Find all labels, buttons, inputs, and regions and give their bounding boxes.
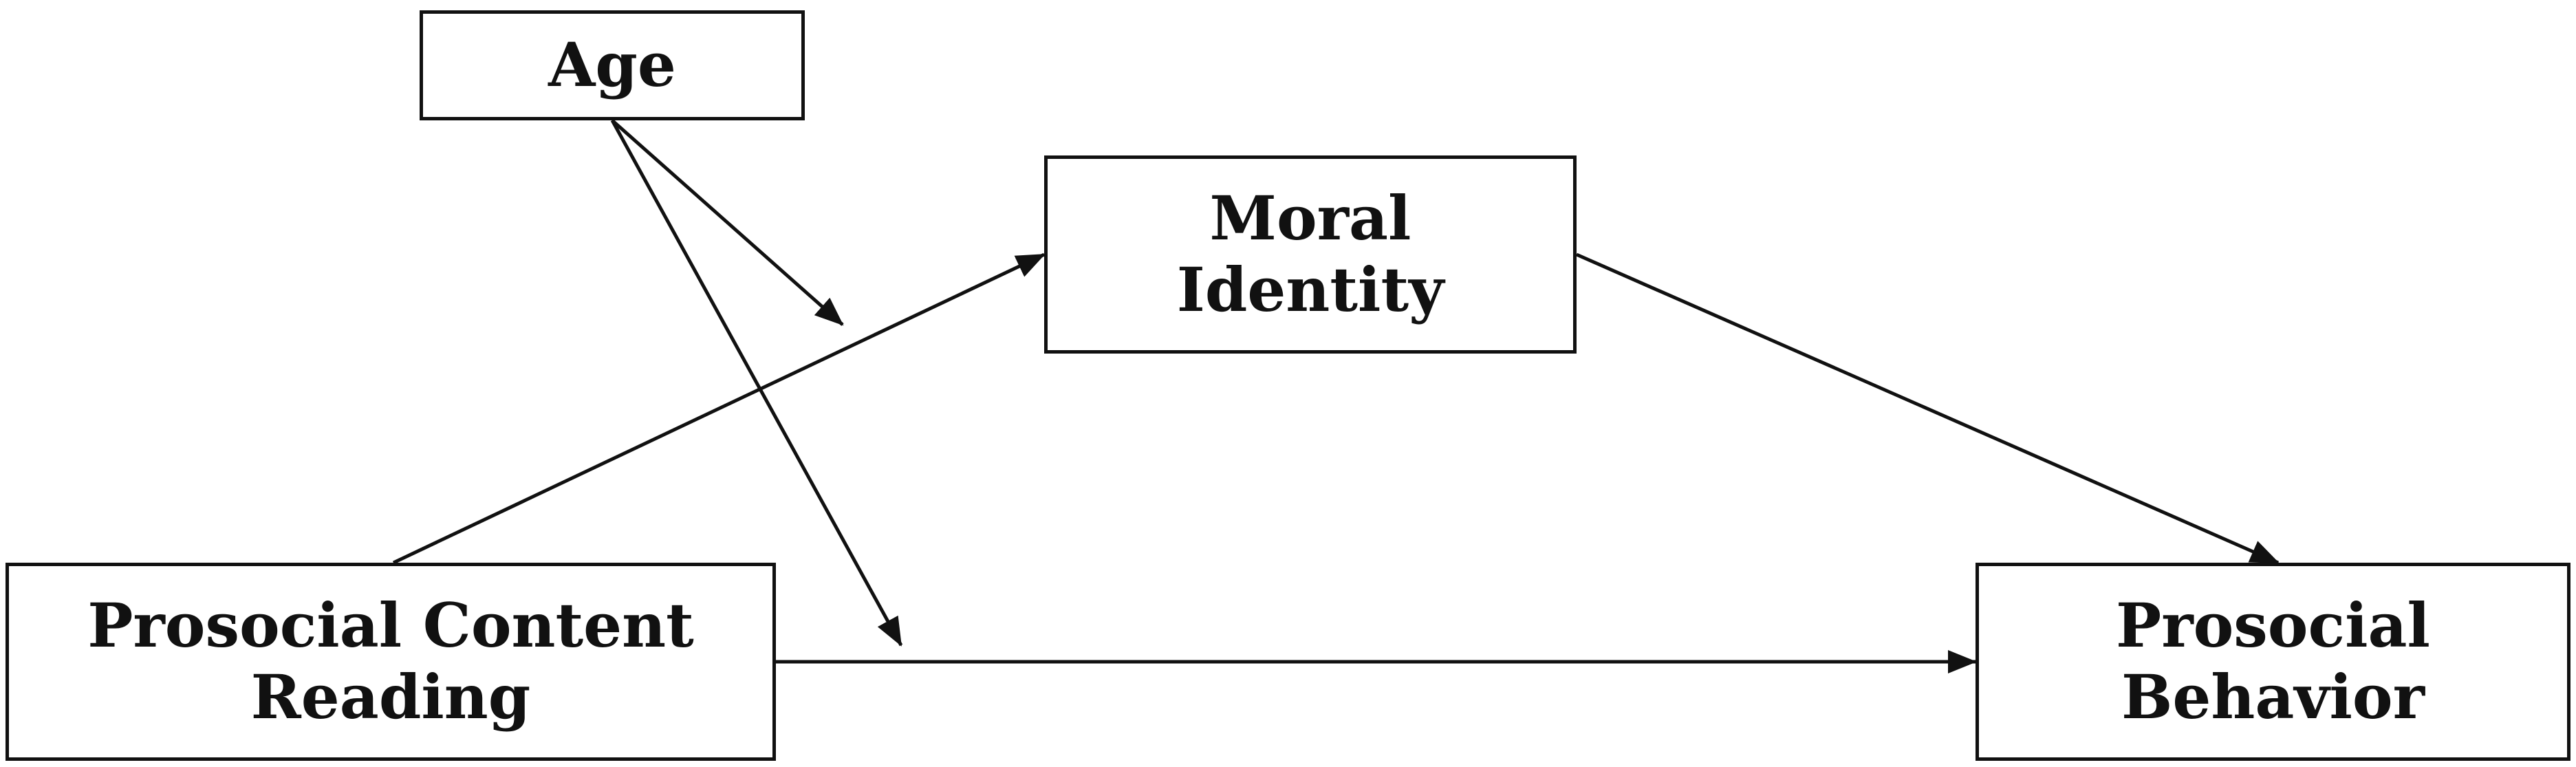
age-label: Age	[548, 29, 676, 101]
arrow-age-moderates-direct-path	[610, 119, 903, 647]
age-node: Age	[420, 10, 805, 120]
moral-identity-node: Moral Identity	[1044, 155, 1577, 354]
prosocial-content-reading-label: Prosocial Content Reading	[87, 590, 694, 733]
prosocial-behavior-node: Prosocial Behavior	[1976, 563, 2570, 761]
arrow-reading-to-moral-identity	[392, 252, 1046, 565]
arrow-age-moderates-a-path	[611, 119, 844, 326]
moral-identity-label: Moral Identity	[1176, 182, 1444, 325]
prosocial-behavior-label: Prosocial Behavior	[2116, 590, 2430, 733]
prosocial-content-reading-node: Prosocial Content Reading	[6, 563, 776, 761]
arrow-moral-identity-to-behavior	[1575, 252, 2280, 565]
